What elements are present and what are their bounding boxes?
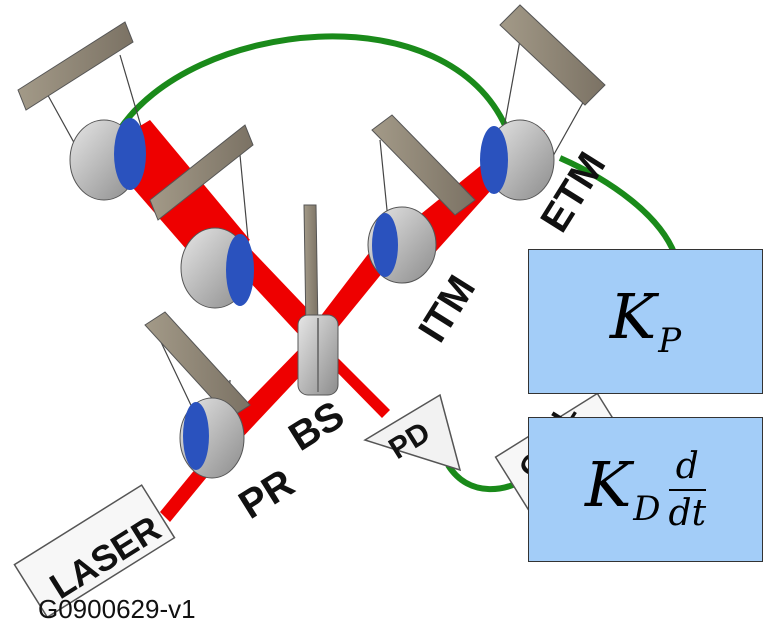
kp-expression: KP bbox=[610, 285, 682, 361]
pr-label: PR bbox=[231, 461, 302, 528]
signal-line-etm bbox=[558, 155, 678, 257]
kd-expression: KD bbox=[585, 453, 661, 529]
kp-subscript: P bbox=[658, 320, 682, 361]
plate-west-input bbox=[149, 124, 254, 221]
plate-west-end bbox=[17, 21, 134, 111]
mirror-west-input bbox=[180, 227, 254, 309]
beam-bs-pd bbox=[330, 358, 390, 418]
beam-splitter bbox=[297, 314, 339, 396]
bs-label: BS bbox=[281, 393, 351, 460]
kd-symbol: K bbox=[584, 447, 632, 521]
fraction-bar bbox=[668, 488, 707, 491]
document-id: G0900629-v1 bbox=[38, 594, 196, 624]
derivative-gain-box: KD d dt bbox=[528, 417, 763, 562]
kp-symbol: K bbox=[609, 279, 657, 353]
laser-source bbox=[13, 484, 176, 619]
derivative-fraction: d dt bbox=[668, 445, 707, 534]
suspension-plates bbox=[17, 4, 606, 419]
fraction-denominator: dt bbox=[668, 492, 707, 534]
plate-east-input bbox=[371, 114, 476, 216]
mirror-pr bbox=[179, 397, 245, 479]
plate-pr bbox=[144, 311, 251, 419]
mirror-itm bbox=[367, 206, 437, 284]
mirror-west-end bbox=[69, 118, 146, 201]
proportional-gain-box: KP bbox=[528, 249, 763, 394]
photodetector bbox=[363, 393, 462, 472]
fraction-numerator: d bbox=[675, 445, 699, 487]
itm-label: ITM bbox=[410, 268, 484, 350]
kd-subscript: D bbox=[633, 488, 661, 529]
plate-bs bbox=[303, 204, 319, 331]
plate-east-end bbox=[499, 4, 606, 106]
mirror-etm bbox=[480, 119, 555, 201]
signal-line-top bbox=[115, 33, 511, 134]
beam-pr-bs bbox=[225, 343, 320, 440]
